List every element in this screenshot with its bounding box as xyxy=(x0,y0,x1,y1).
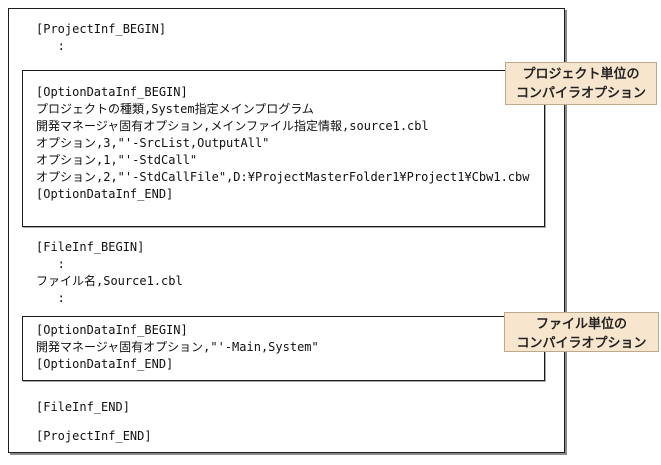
text-line: ファイル名,Source1.cbl xyxy=(36,274,183,288)
file-inf-block: [FileInf_BEGIN] : ファイル名,Source1.cbl : xyxy=(36,239,183,307)
text-line: プロジェクトの種類,System指定メインプログラム xyxy=(36,102,314,116)
text-line: [FileInf_BEGIN] xyxy=(36,240,145,254)
text-line: : xyxy=(36,257,65,271)
text-line: 開発マネージャ固有オプション,メインファイル指定情報,source1.cbl xyxy=(36,119,429,133)
project-inf-outer-box xyxy=(8,8,565,453)
text-line: オプション,2,"'-StdCallFile",D:¥ProjectMaster… xyxy=(36,170,530,184)
text-line: [OptionDataInf_BEGIN] xyxy=(36,85,188,99)
project-begin-block: [ProjectInf_BEGIN] : xyxy=(36,21,166,55)
file-end-block: [FileInf_END] xyxy=(36,399,130,416)
text-line: : xyxy=(36,291,65,305)
project-option-data-box xyxy=(22,70,545,227)
callout-text-line: コンパイラオプション xyxy=(515,85,646,100)
text-line: [OptionDataInf_END] xyxy=(36,357,174,371)
project-option-lines-block: [OptionDataInf_BEGIN] プロジェクトの種類,System指定… xyxy=(36,84,529,203)
text-line: : xyxy=(36,39,65,53)
text-line: [OptionDataInf_END] xyxy=(36,187,174,201)
callout-text-line: ファイル単位の xyxy=(535,316,627,331)
text-line: [FileInf_END] xyxy=(36,400,130,414)
text-line: オプション,1,"'-StdCall" xyxy=(36,153,198,167)
callout-text-line: コンパイラオプション xyxy=(516,335,647,350)
file-option-lines-block: [OptionDataInf_BEGIN] 開発マネージャ固有オプション,"'-… xyxy=(36,322,319,373)
text-line: [OptionDataInf_BEGIN] xyxy=(36,323,188,337)
project-options-callout: プロジェクト単位の コンパイラオプション xyxy=(505,62,657,105)
text-line: 開発マネージャ固有オプション,"'-Main,System" xyxy=(36,340,319,354)
text-line: オプション,3,"'-SrcList,OutputAll" xyxy=(36,136,270,150)
text-line: [ProjectInf_END] xyxy=(36,429,152,443)
file-options-callout: ファイル単位の コンパイラオプション xyxy=(504,312,659,352)
text-line: [ProjectInf_BEGIN] xyxy=(36,22,167,36)
project-end-block: [ProjectInf_END] xyxy=(36,428,152,445)
callout-text-line: プロジェクト単位の xyxy=(522,66,640,81)
